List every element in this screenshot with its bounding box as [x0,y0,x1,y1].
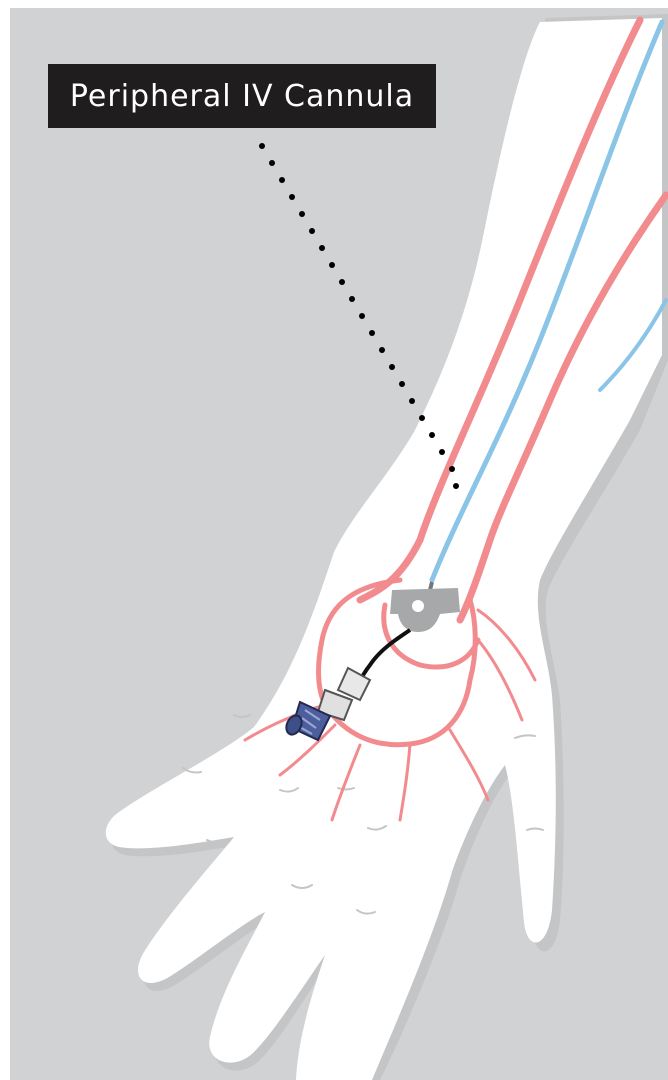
hand-shape [106,18,662,1080]
cannula-label: Peripheral IV Cannula [48,64,436,128]
cannula-hole [412,600,424,612]
